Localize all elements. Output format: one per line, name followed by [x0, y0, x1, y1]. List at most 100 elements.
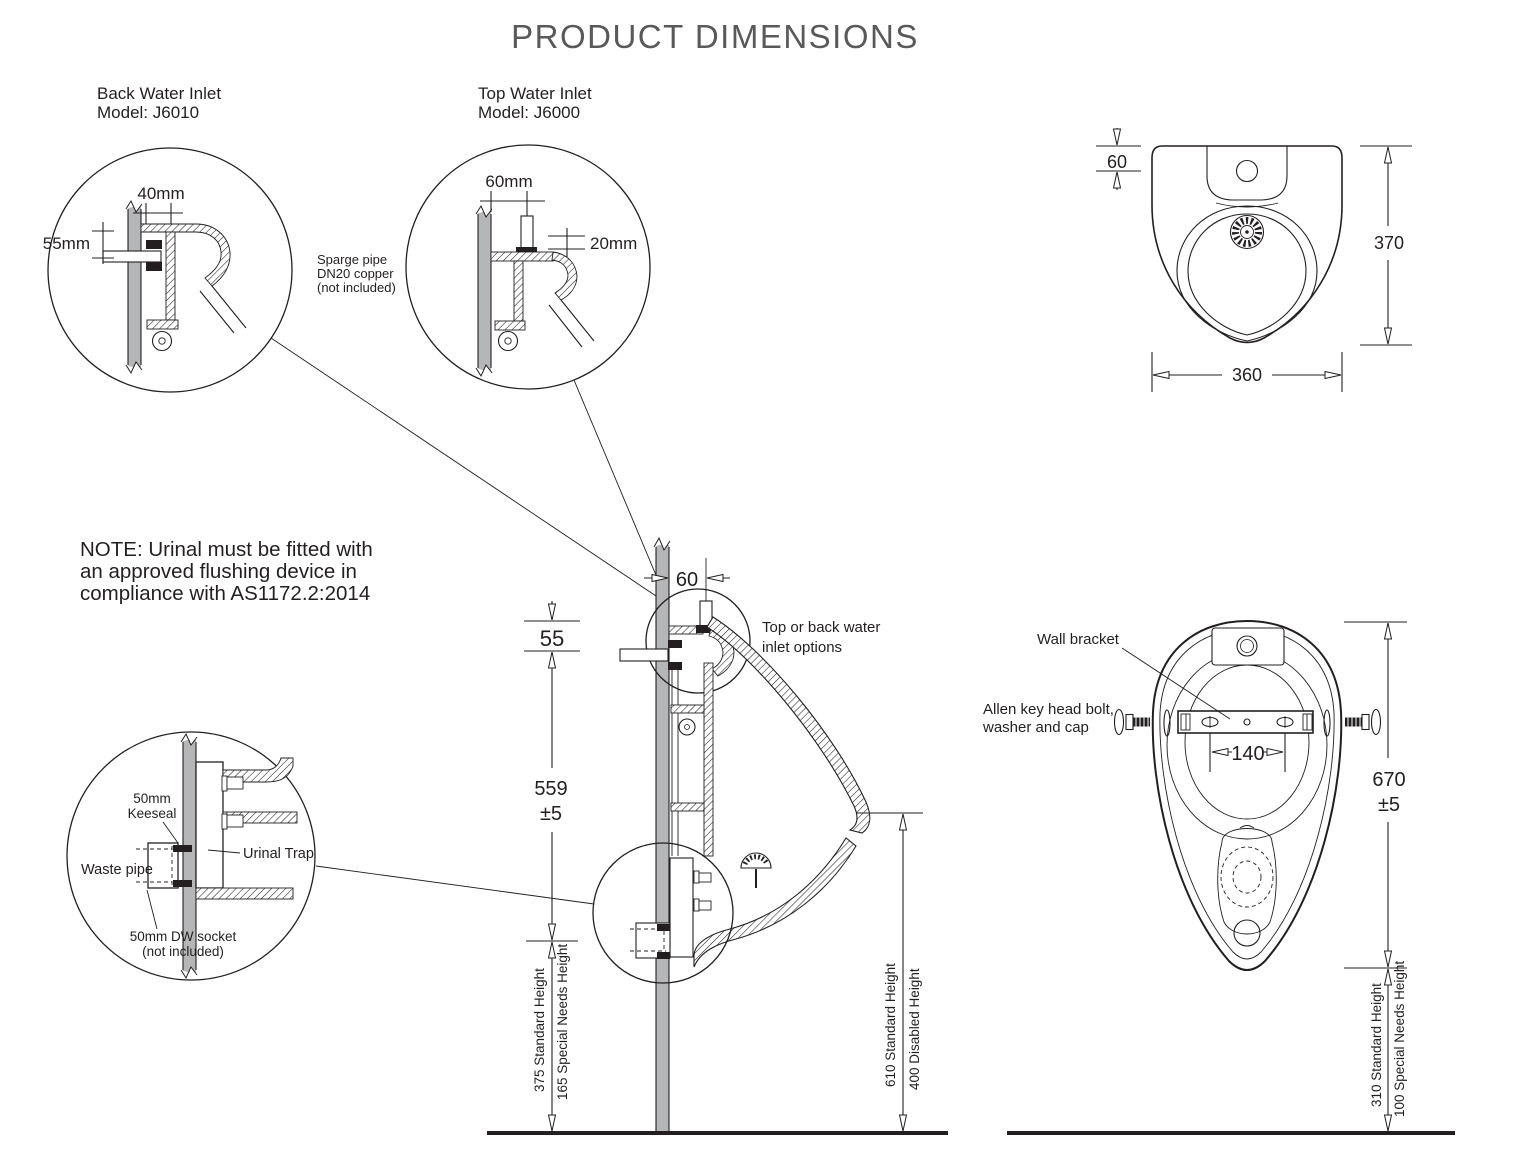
dim-side-559-tol: ±5 — [540, 803, 562, 825]
wall-bracket-label: Wall bracket — [1037, 631, 1120, 648]
drain-outlet — [1233, 919, 1261, 947]
note-line3: compliance with AS1172.2:2014 — [80, 582, 370, 605]
keeseal-lower — [173, 880, 192, 887]
dim-40mm: 40mm — [137, 184, 184, 203]
sparge-line2: DN20 copper — [317, 266, 394, 281]
fixing-bolt — [497, 330, 519, 352]
wall-section — [183, 740, 196, 972]
label-375-standard-height: 375 Standard Height — [532, 968, 547, 1092]
dim-front-360: 360 — [1232, 365, 1262, 385]
drain-dashed-inner — [1232, 860, 1262, 894]
top-inlet-heading: Top Water Inlet — [478, 84, 592, 103]
dim-140: 140 — [1231, 743, 1264, 765]
sparge-pipe-section — [102, 250, 162, 263]
flush-box-top — [1211, 627, 1285, 666]
sparge-line3: (not included) — [317, 280, 396, 295]
top-water-inlet-detail: Top Water Inlet Model: J6000 60mm 20mm — [405, 84, 651, 390]
seal-upper — [146, 240, 162, 249]
flush-box — [1206, 146, 1288, 201]
allen-bolt-label1: Allen key head bolt, — [983, 701, 1114, 718]
bowl-outer-rim — [1176, 205, 1318, 342]
back-water-inlet-detail: Back Water Inlet Model: J6010 40mm 55mm — [43, 84, 293, 393]
waste-detail-circle — [66, 731, 316, 981]
sparge-line1: Sparge pipe — [317, 252, 387, 267]
leader-back-inlet — [270, 337, 663, 601]
back-inlet-model: Model: J6010 — [97, 103, 199, 122]
wall-section — [656, 545, 669, 1133]
compliance-note: NOTE: Urinal must be fitted with an appr… — [80, 538, 373, 605]
back-inlet-detail-circle — [47, 147, 293, 393]
inlet-flange-section — [490, 251, 554, 262]
dim-20mm: 20mm — [590, 234, 637, 253]
trap-detail-circle — [592, 842, 734, 984]
top-inlet-model: Model: J6000 — [478, 103, 580, 122]
dim-side-559: 559 — [534, 778, 567, 800]
dw-socket-label2: (not included) — [142, 944, 224, 959]
dim-side-60: 60 — [676, 569, 698, 591]
side-view: 60 Top — [487, 536, 948, 1135]
shell-slot-right — [1323, 709, 1331, 737]
urinal-trap-section — [669, 857, 694, 958]
dim-front-60: 60 — [1107, 152, 1127, 172]
pipe-lower — [195, 887, 294, 900]
allen-bolt-left — [1113, 708, 1150, 736]
spout-channel — [199, 285, 247, 334]
keeseal-label2: Keeseal — [128, 806, 177, 821]
leader-top-inlet — [573, 379, 667, 600]
back-inlet-stub — [619, 648, 669, 662]
top-inlet-detail-circle — [405, 144, 651, 390]
back-inlet-heading: Back Water Inlet — [97, 84, 221, 103]
fixing-bolt — [678, 718, 696, 736]
dim-60mm: 60mm — [485, 172, 532, 191]
leader-waste-detail — [315, 865, 595, 905]
dim-670-tol: ±5 — [1378, 794, 1400, 816]
dim-670: 670 — [1372, 769, 1405, 791]
label-400-disabled-height: 400 Disabled Height — [907, 968, 922, 1090]
page-title: PRODUCT DIMENSIONS — [511, 18, 919, 55]
bowl-section — [693, 837, 857, 968]
wall-section — [128, 207, 141, 367]
wall-section — [478, 212, 491, 370]
label-100-special-needs-height: 100 Special Needs Height — [1392, 961, 1407, 1117]
urinal-trap-label: Urinal Trap — [243, 846, 314, 862]
bracket-centre-hole — [1243, 718, 1251, 726]
shell-slot-left — [1163, 709, 1171, 737]
dim-side-55: 55 — [540, 626, 564, 651]
chamber-wall — [703, 662, 714, 857]
label-165-special-needs-height: 165 Special Needs Height — [555, 944, 570, 1100]
label-610-standard-height: 610 Standard Height — [883, 963, 898, 1087]
urinal-trap-body — [195, 761, 224, 889]
top-view: 140 Wall bracket Allen key head bolt, wa… — [982, 619, 1455, 1135]
dim-55mm: 55mm — [43, 234, 90, 253]
wall-bracket-bar — [1177, 710, 1314, 734]
inlet-options-label1: Top or back water — [762, 619, 880, 636]
waste-pipe-detail: 50mm Keeseal Waste pipe Urinal Trap 50mm… — [66, 731, 595, 981]
label-310-standard-height: 310 Standard Height — [1369, 983, 1384, 1107]
inlet-hole — [1235, 159, 1259, 183]
seal-lower — [146, 262, 162, 271]
allen-bolt-right — [1345, 708, 1382, 736]
sparge-pipe-note: Sparge pipe DN20 copper (not included) — [317, 252, 396, 295]
spout-channel — [548, 299, 595, 348]
front-view: 60 370 360 — [1096, 128, 1412, 392]
urinal-top-outline — [1151, 619, 1343, 971]
inlet-options-circle — [645, 588, 751, 694]
inlet-hole — [1236, 635, 1258, 657]
keeseal-label1: 50mm — [133, 791, 171, 806]
fixing-bolt — [151, 330, 173, 352]
inlet-flange-section — [140, 223, 231, 287]
dw-socket-label1: 50mm DW socket — [130, 929, 237, 944]
note-line2: an approved flushing device in — [80, 560, 357, 583]
shell-section — [706, 616, 871, 834]
seal — [516, 247, 537, 255]
inlet-options-label2: inlet options — [762, 639, 842, 656]
keeseal-upper — [173, 845, 192, 852]
dim-front-370: 370 — [1374, 233, 1404, 253]
note-line1: NOTE: Urinal must be fitted with — [80, 538, 373, 561]
allen-bolt-label2: washer and cap — [982, 719, 1089, 736]
urinal-front-outline — [1151, 145, 1343, 344]
bowl-inner-rim — [1187, 213, 1307, 336]
pipe-upper — [222, 757, 294, 783]
